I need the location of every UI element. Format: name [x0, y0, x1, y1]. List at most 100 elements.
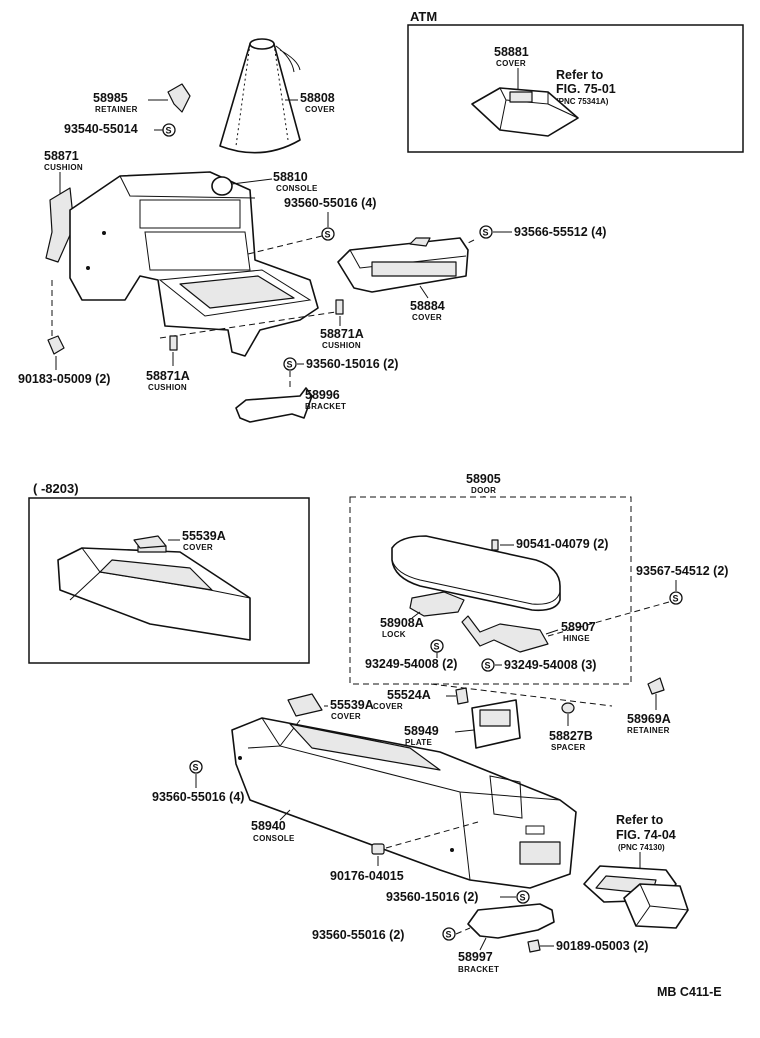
bracket-58996-illustration [235, 387, 313, 423]
label-55539a-number: 55539A [330, 698, 374, 712]
label-58969a-name: RETAINER [627, 726, 670, 735]
label-58871a-left-number: 58871A [146, 369, 190, 383]
label-58808-number: 58808 [300, 91, 335, 105]
label-58985-name: RETAINER [95, 105, 138, 114]
label-58949-number: 58949 [404, 724, 439, 738]
screw-letter: S [485, 661, 491, 671]
lock-58908a-illustration [409, 591, 465, 617]
atm-refer-line1: Refer to [556, 68, 604, 82]
label-90176-04015: 90176-04015 [330, 869, 404, 883]
cover-55539a-early-illustration [133, 535, 167, 549]
door-group-number: 58905 [466, 472, 501, 486]
console-58940-illustration [231, 717, 577, 889]
label-93560-55016-lower: 93560-55016 (4) [152, 790, 244, 804]
atm-refer-line3: (PNC 75341A) [556, 97, 609, 106]
label-93560-15016-lower: 93560-15016 (2) [386, 890, 478, 904]
cushion-58871-illustration [45, 187, 75, 263]
screw-letter: S [434, 642, 440, 652]
label-55524a-name: COVER [373, 702, 403, 711]
clip-90183-illustration [47, 335, 65, 355]
label-58884-number: 58884 [410, 299, 445, 313]
label-58969a-number: 58969A [627, 712, 671, 726]
label-58827b-name: SPACER [551, 743, 586, 752]
label-58996-number: 58996 [305, 388, 340, 402]
label-93560-55016-upper: 93560-55016 (4) [284, 196, 376, 210]
screw-letter: S [483, 228, 489, 238]
atm-title: ATM [410, 9, 437, 24]
label-58997-name: BRACKET [458, 965, 499, 974]
bracket-58997-illustration [467, 903, 555, 939]
label-58810-number: 58810 [273, 170, 308, 184]
spacer-58827b-illustration [561, 702, 575, 714]
nut-90189-illustration [527, 939, 541, 953]
label-58908a-name: LOCK [382, 630, 406, 639]
fig74-line2: FIG. 74-04 [616, 828, 676, 842]
label-90189-05003: 90189-05003 (2) [556, 939, 648, 953]
early-console-illustration [57, 545, 251, 641]
screw-symbol: S [189, 760, 203, 774]
atm-frame [407, 24, 744, 153]
label-58871-number: 58871 [44, 149, 79, 163]
label-55524a-number: 55524A [387, 688, 431, 702]
screw-symbol: S [479, 225, 493, 239]
label-55539a-name: COVER [331, 712, 361, 721]
label-58871-name: CUSHION [44, 163, 83, 172]
upper-console-group: 58808 COVER 58985 RETAINER 93540-55014 S… [18, 38, 606, 423]
door-lid-illustration [391, 535, 561, 612]
atm-cover-name: COVER [496, 59, 526, 68]
screw-symbol: S [669, 591, 683, 605]
label-58985-number: 58985 [93, 91, 128, 105]
door-group: 58905 DOOR 90541-04079 (2) 58908A LOCK 5… [349, 472, 632, 685]
diagram-code: MB C411-E [657, 985, 722, 999]
atm-refer-line2: FIG. 75-01 [556, 82, 616, 96]
screw-symbol: S [162, 123, 176, 137]
label-58884-name: COVER [412, 313, 442, 322]
door-group-name: DOOR [471, 486, 496, 495]
label-58940-number: 58940 [251, 819, 286, 833]
label-90541-04079: 90541-04079 (2) [516, 537, 608, 551]
atm-shift-cover-illustration [471, 87, 579, 137]
label-58827b-number: 58827B [549, 729, 593, 743]
screw-90541-illustration [491, 539, 499, 551]
screw-letter: S [287, 360, 293, 370]
clip-90176-illustration [371, 843, 385, 855]
label-93567-54512: 93567-54512 (2) [636, 564, 728, 578]
label-93540-55014: 93540-55014 [64, 122, 138, 136]
label-58871a-right-name: CUSHION [322, 341, 361, 350]
atm-cover-number: 58881 [494, 45, 529, 59]
screw-symbol: S [516, 890, 530, 904]
retainer-58985-illustration [167, 83, 191, 113]
label-93566-55512: 93566-55512 (4) [514, 225, 606, 239]
cover-55539a-illustration [287, 693, 323, 717]
early-box-frame [28, 497, 310, 664]
label-58949-name: PLATE [405, 738, 432, 747]
cushion-58871a-right-illustration [335, 299, 344, 315]
fig74-line3: (PNC 74130) [618, 843, 665, 852]
atm-inset: ATM 58881 COVER Refer to FIG. 75-01 (PNC… [407, 9, 744, 153]
shift-boot-illustration [219, 38, 301, 154]
label-58808-name: COVER [305, 105, 335, 114]
label-58810-name: CONSOLE [276, 184, 318, 193]
hinge-58907-illustration [461, 615, 549, 653]
label-58871a-right-number: 58871A [320, 327, 364, 341]
console-58810-illustration [69, 171, 319, 357]
label-58996-name: BRACKET [305, 402, 346, 411]
label-58997-number: 58997 [458, 950, 493, 964]
screw-symbol: S [321, 227, 335, 241]
label-55539a-early-number: 55539A [182, 529, 226, 543]
early-box-title: ( -8203) [33, 481, 79, 496]
cover-55524a-illustration [455, 687, 469, 705]
screw-letter: S [520, 893, 526, 903]
ashtray-illustration [583, 865, 689, 929]
label-90183-05009: 90183-05009 (2) [18, 372, 110, 386]
door-group-frame [349, 496, 632, 685]
screw-symbol: S [481, 658, 495, 672]
lower-console-group: 55539A COVER 55524A COVER 58949 PLATE 58… [152, 677, 671, 974]
cover-58884-illustration [337, 237, 469, 293]
label-58940-name: CONSOLE [253, 834, 295, 843]
label-55539a-early-name: COVER [183, 543, 213, 552]
label-58908a-number: 58908A [380, 616, 424, 630]
screw-letter: S [673, 594, 679, 604]
label-93249-54008-3: 93249-54008 (3) [504, 658, 596, 672]
